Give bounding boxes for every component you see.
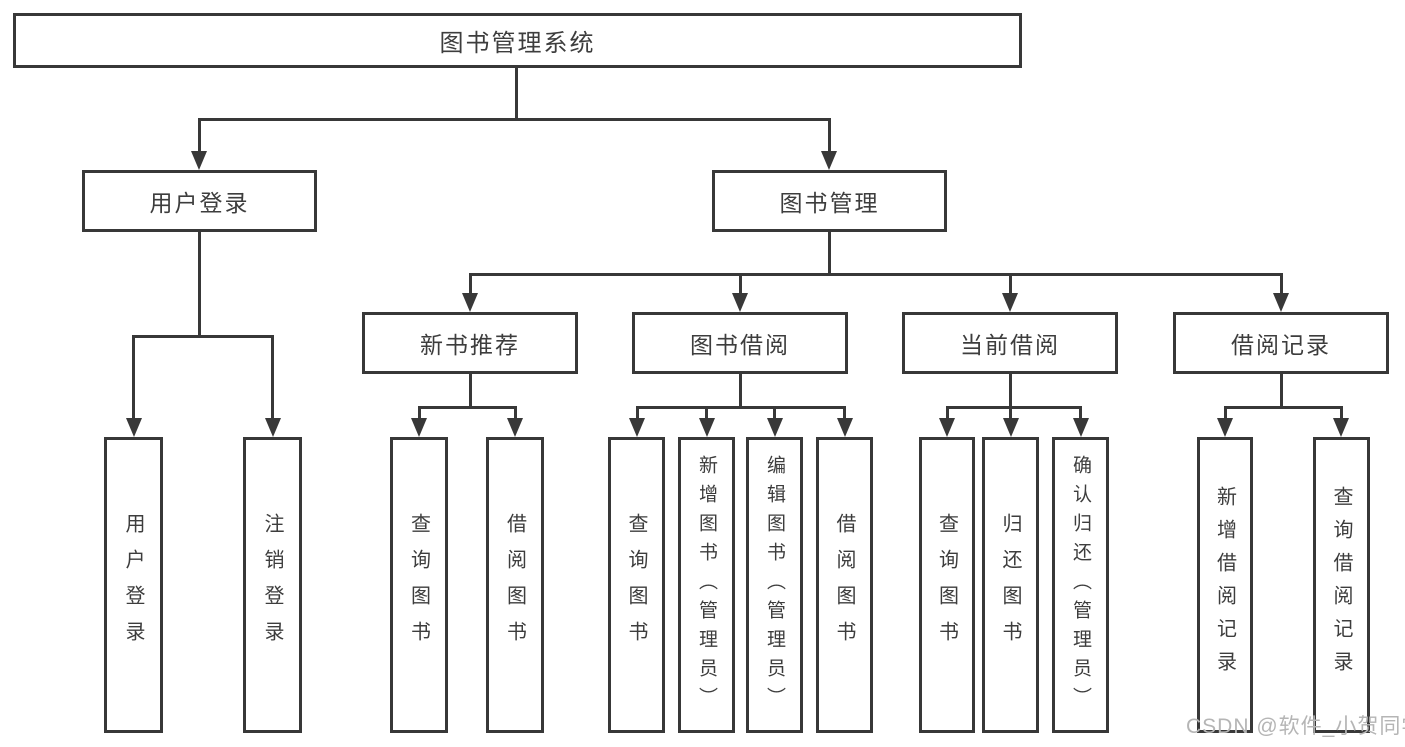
arrow-down-icon xyxy=(191,151,207,170)
arrow-down-icon xyxy=(1073,418,1089,437)
leaf-query-books-recommend: 查询图书 xyxy=(390,437,448,733)
edge-leaf-stub xyxy=(418,406,421,418)
edge-current-borrow-split xyxy=(946,406,1082,409)
edge-to-new-book xyxy=(469,273,472,293)
node-user-login: 用户登录 xyxy=(82,170,317,232)
arrow-down-icon xyxy=(767,418,783,437)
arrow-down-icon xyxy=(1002,293,1018,312)
edge-user-login-split xyxy=(132,335,274,338)
arrow-down-icon xyxy=(837,418,853,437)
leaf-confirm-return-admin: 确认归还（管理员） xyxy=(1052,437,1109,733)
edge-leaf-stub xyxy=(1340,406,1343,418)
node-book-management: 图书管理 xyxy=(712,170,947,232)
leaf-query-borrow-record: 查询借阅记录 xyxy=(1313,437,1370,733)
edge-current-borrow-stem xyxy=(1009,374,1012,407)
edge-book-management-split xyxy=(469,273,1283,276)
arrow-down-icon xyxy=(1273,293,1289,312)
leaf-borrow-books-recommend: 借阅图书 xyxy=(486,437,544,733)
edge-user-login-stem xyxy=(198,232,201,336)
edge-leaf-stub xyxy=(1009,406,1012,418)
edge-leaf-stub xyxy=(843,406,846,418)
edge-borrow-records-stem xyxy=(1280,374,1283,407)
node-library-management-system: 图书管理系统 xyxy=(13,13,1022,68)
leaf-add-borrow-record: 新增借阅记录 xyxy=(1197,437,1253,733)
arrow-down-icon xyxy=(1217,418,1233,437)
leaf-query-books-borrow: 查询图书 xyxy=(608,437,665,733)
leaf-add-book-admin: 新增图书（管理员） xyxy=(678,437,735,733)
arrow-down-icon xyxy=(629,418,645,437)
arrow-down-icon xyxy=(1333,418,1349,437)
arrow-down-icon xyxy=(265,418,281,437)
arrow-down-icon xyxy=(411,418,427,437)
arrow-down-icon xyxy=(939,418,955,437)
node-book-borrow: 图书借阅 xyxy=(632,312,848,374)
arrow-down-icon xyxy=(821,151,837,170)
edge-leaf-stub xyxy=(514,406,517,418)
leaf-edit-book-admin: 编辑图书（管理员） xyxy=(746,437,803,733)
edge-to-book-management xyxy=(828,118,831,153)
edge-new-book-split xyxy=(418,406,517,409)
edge-root-stem xyxy=(515,68,518,118)
leaf-return-book: 归还图书 xyxy=(982,437,1039,733)
leaf-logout: 注销登录 xyxy=(243,437,302,733)
edge-to-user-login xyxy=(198,118,201,153)
edge-to-borrow-records xyxy=(1280,273,1283,293)
edge-to-leaf-logout xyxy=(271,335,274,418)
edge-leaf-stub xyxy=(1224,406,1227,418)
edge-root-split xyxy=(198,118,831,121)
edge-leaf-stub xyxy=(946,406,949,418)
edge-leaf-stub xyxy=(636,406,639,418)
edge-book-borrow-split xyxy=(636,406,846,409)
csdn-watermark: CSDN @软件_小贺同学 xyxy=(1186,715,1405,738)
arrow-down-icon xyxy=(507,418,523,437)
edge-to-current-borrow xyxy=(1009,273,1012,293)
edge-book-management-stem xyxy=(828,232,831,273)
edge-to-book-borrow xyxy=(739,273,742,293)
leaf-user-login: 用户登录 xyxy=(104,437,163,733)
edge-book-borrow-stem xyxy=(739,374,742,407)
node-current-borrow: 当前借阅 xyxy=(902,312,1118,374)
node-new-book-recommend: 新书推荐 xyxy=(362,312,578,374)
edge-new-book-stem xyxy=(469,374,472,407)
edge-leaf-stub xyxy=(773,406,776,418)
edge-borrow-records-split xyxy=(1224,406,1343,409)
edge-leaf-stub xyxy=(1079,406,1082,418)
leaf-query-books-current: 查询图书 xyxy=(919,437,975,733)
leaf-borrow-books: 借阅图书 xyxy=(816,437,873,733)
arrow-down-icon xyxy=(1003,418,1019,437)
node-borrow-records: 借阅记录 xyxy=(1173,312,1389,374)
arrow-down-icon xyxy=(699,418,715,437)
arrow-down-icon xyxy=(462,293,478,312)
edge-leaf-stub xyxy=(705,406,708,418)
arrow-down-icon xyxy=(732,293,748,312)
arrow-down-icon xyxy=(126,418,142,437)
edge-to-leaf-user-login xyxy=(132,335,135,418)
